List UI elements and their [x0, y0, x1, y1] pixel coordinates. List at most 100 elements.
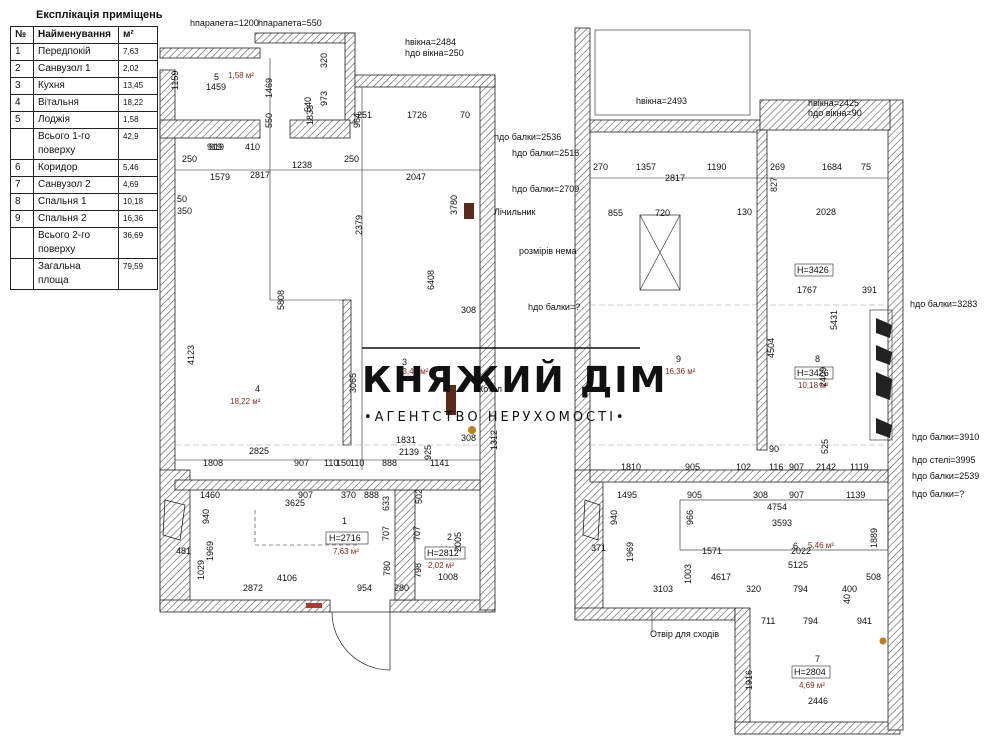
dimension-label: 391	[862, 285, 877, 295]
window1-height: hвікна=2484	[405, 37, 456, 47]
dimension-label: 3103	[653, 584, 673, 594]
beam2539-height: hдо балки=2539	[912, 471, 979, 481]
floor1-plan	[159, 32, 496, 671]
dimension-label: 1969	[205, 541, 215, 561]
dimension-label: 633	[381, 496, 391, 511]
dimension-label: 919	[209, 142, 224, 152]
dimension-label: 1889	[869, 528, 879, 548]
window3-sill: hдо вікна=90	[808, 108, 862, 118]
watermark: КНЯЖИЙ ДІМ •АГЕНТСТВО НЕРУХОМОСТІ•	[362, 347, 665, 425]
dimension-label: 251	[357, 110, 372, 120]
dimension-label: 2142	[816, 462, 836, 472]
dimension-label: 940	[609, 510, 619, 525]
dimension-label: 905	[685, 462, 700, 472]
dimension-label: 966	[685, 510, 695, 525]
dimension-label: 973	[319, 91, 329, 106]
wall	[344, 32, 356, 124]
meter-box	[464, 203, 474, 219]
dimension-label: 70	[460, 110, 470, 120]
dimension-label: 3780	[449, 195, 459, 215]
pipe-marker	[468, 426, 476, 434]
dimension-label: 707	[412, 526, 422, 541]
room9-area: 16,36 м²	[665, 367, 696, 376]
wall	[389, 599, 496, 613]
room8-top-height: H=3426	[797, 265, 829, 275]
dimension-label: 102	[736, 462, 751, 472]
dimension-label: 1833	[305, 105, 315, 125]
room9-number: 9	[676, 354, 681, 364]
floor1-labels: hпарапета=1200 hпарапета=550 hвікна=2484…	[190, 18, 579, 570]
room1-number: 1	[342, 516, 347, 526]
dimension-label: 4754	[767, 502, 787, 512]
dimension-label: 508	[866, 572, 881, 582]
dimension-label: 525	[820, 439, 830, 454]
room2-height: H=2812	[427, 548, 459, 558]
dimension-label: 1312	[489, 430, 499, 450]
dimension-label: 907	[294, 458, 309, 468]
legend-row-number	[10, 258, 34, 290]
dimension-label: 1460	[200, 490, 220, 500]
window3-height: hвікна=2425	[808, 98, 859, 108]
room7-area: 4,69 м²	[799, 681, 825, 690]
wall	[589, 119, 761, 133]
room8-height-box	[794, 366, 834, 380]
dimension-label: 4504	[766, 338, 776, 358]
parapet1-height: hпарапета=1200	[190, 18, 259, 28]
room7-number: 7	[815, 654, 820, 664]
dimension-label: 711	[761, 616, 775, 626]
wall	[574, 469, 604, 611]
stair-opening	[639, 214, 681, 291]
dimension-label: 907	[789, 490, 804, 500]
dimension-label: 794	[793, 584, 808, 594]
legend-row-area: 36,69	[118, 227, 158, 259]
wall	[589, 469, 889, 483]
dimension-label: 2409	[818, 367, 828, 387]
dimension-label: 1808	[203, 458, 223, 468]
wall	[289, 119, 351, 139]
dimension-label: 907	[789, 462, 804, 472]
dimension-label: 3065	[348, 373, 358, 393]
wall	[349, 74, 496, 88]
beam3910-height: hдо балки=3910	[912, 432, 979, 442]
dimension-label: 1571	[702, 546, 722, 556]
window1-sill: hдо вікна=250	[405, 48, 464, 58]
legend-row-name: Всього 2-го поверху	[33, 227, 119, 259]
dimension-label: 40	[842, 594, 852, 604]
dimension-label: 1969	[625, 542, 635, 562]
no-size-label: розмірів нема	[519, 246, 577, 256]
boiler-label: Котел	[478, 384, 502, 394]
legend-header-row: № Найменування м²	[10, 26, 158, 44]
room3-number: 3	[402, 357, 407, 367]
dimension-label: 371	[591, 543, 606, 553]
dimension-label: 1141	[430, 458, 449, 468]
dimension-label: 707	[381, 526, 391, 541]
dimension-label: 370	[341, 490, 356, 500]
dimension-label: 308	[461, 305, 476, 315]
dimension-label: 720	[655, 208, 670, 218]
room7-height: H=2804	[794, 667, 826, 677]
dimension-label: 1726	[407, 110, 427, 120]
legend-row-area: 2,02	[118, 60, 158, 78]
window2-height: hвікна=2493	[636, 96, 687, 106]
dimension-label: 919	[207, 142, 222, 152]
dimension-label: 888	[382, 458, 397, 468]
wall	[159, 47, 261, 59]
dimension-label: 2028	[816, 207, 836, 217]
dimension-label: 150	[336, 458, 351, 468]
dimension-label: 269	[770, 162, 785, 172]
dimension-label: 1238	[292, 160, 312, 170]
watermark-subtitle: •АГЕНТСТВО НЕРУХОМОСТІ•	[364, 410, 627, 425]
beam-unknown-height: hдо балки=?	[528, 302, 580, 312]
room1-height-box	[325, 531, 369, 545]
dimension-label: 940	[201, 509, 211, 524]
room4-number: 4	[255, 384, 260, 394]
beam3-height: hдо балки=2709	[512, 184, 579, 194]
dimension-label: 308	[753, 490, 768, 500]
legend-row-area: 42,9	[118, 128, 158, 160]
pipe-marker	[879, 637, 887, 645]
